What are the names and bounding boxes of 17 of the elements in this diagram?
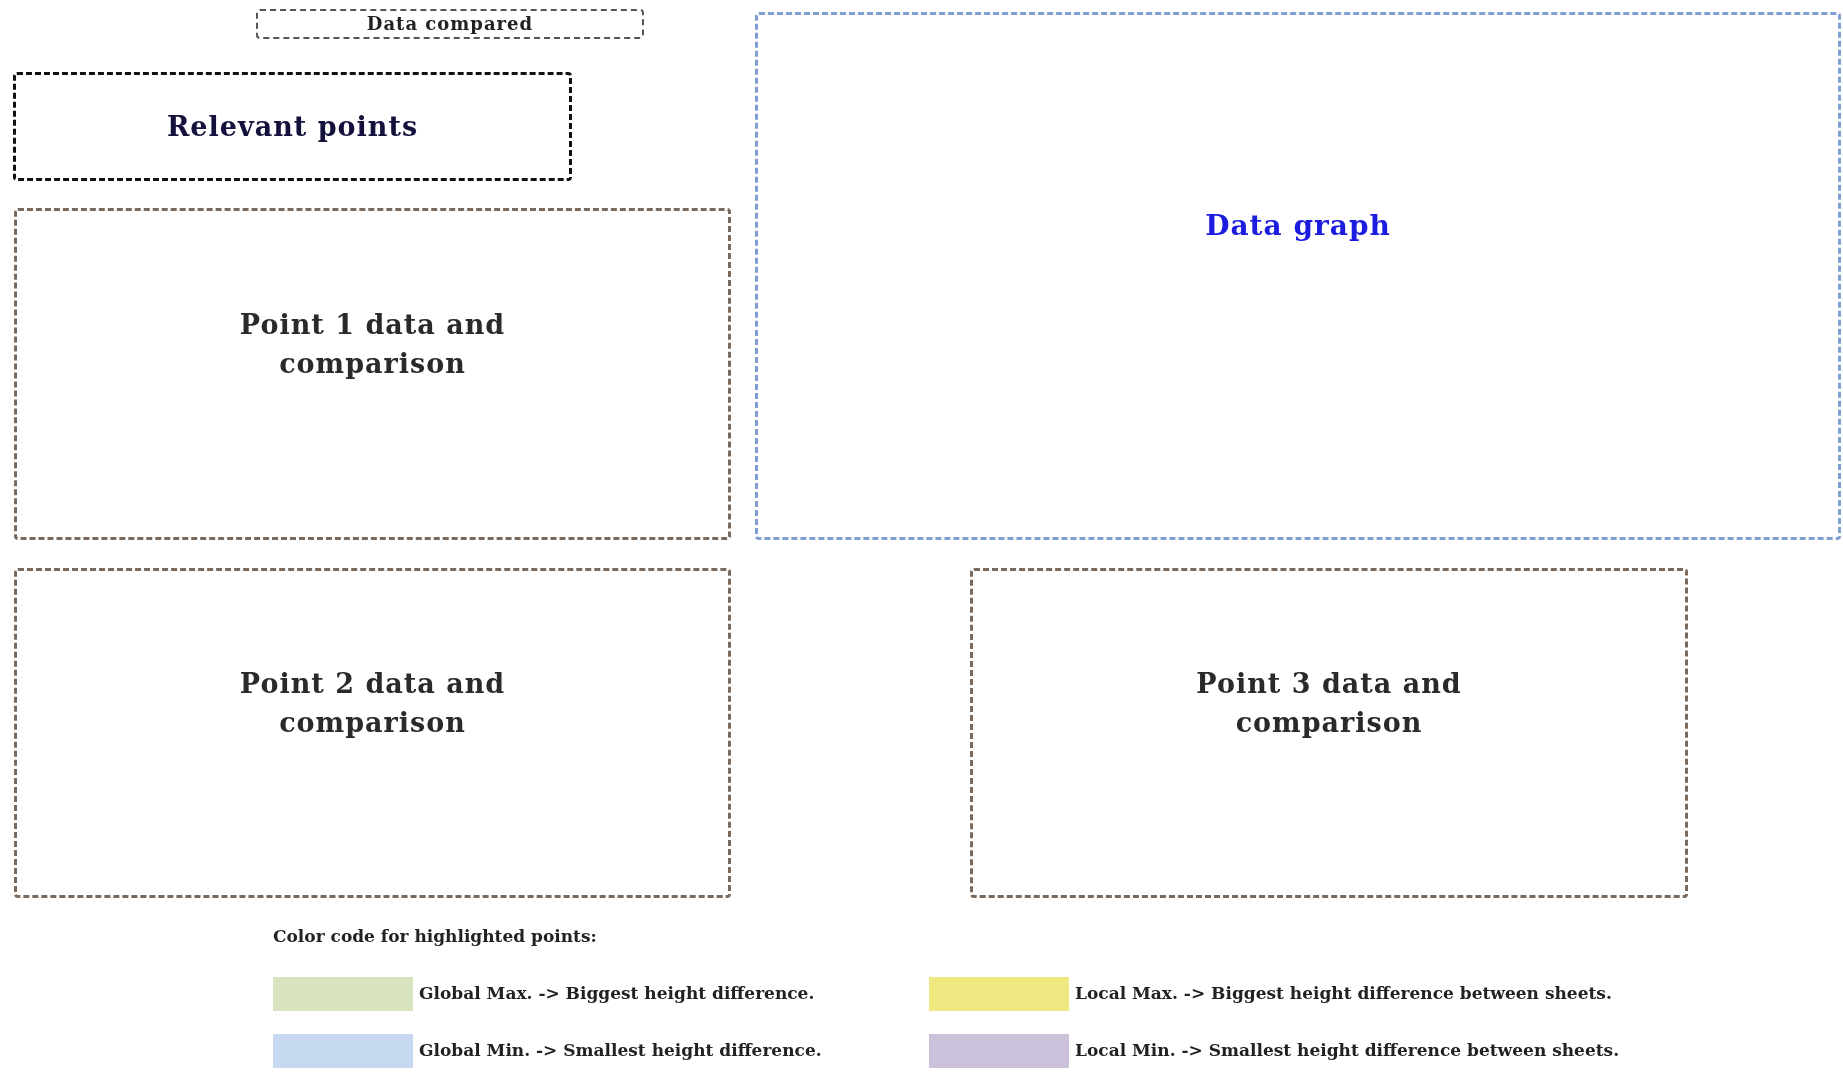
dashed-box (14, 208, 731, 540)
box-title: Data compared (366, 11, 534, 36)
legend-text: Local Min. -> Smallest height difference between sheets. (1075, 1040, 1620, 1060)
dashed-box (14, 568, 731, 898)
legend-text: Global Max. -> Biggest height difference. (419, 983, 815, 1003)
box-title: Relevant points (166, 109, 419, 144)
box-title: Point 1 data and comparison (238, 307, 507, 381)
legend-text: Local Max. -> Biggest height difference between sheets. (1075, 983, 1612, 1003)
legend-text: Global Min. -> Smallest height difference. (419, 1040, 822, 1060)
legend-title: Color code for highlighted points: (273, 926, 597, 946)
dashed-box (256, 9, 644, 39)
dashed-box (970, 568, 1688, 898)
box-title: Point 3 data and comparison (1195, 666, 1463, 740)
box-title: Point 2 data and comparison (238, 666, 507, 740)
dashed-box (13, 72, 572, 181)
box-title: Data graph (1205, 207, 1391, 244)
dashed-box (755, 12, 1841, 540)
